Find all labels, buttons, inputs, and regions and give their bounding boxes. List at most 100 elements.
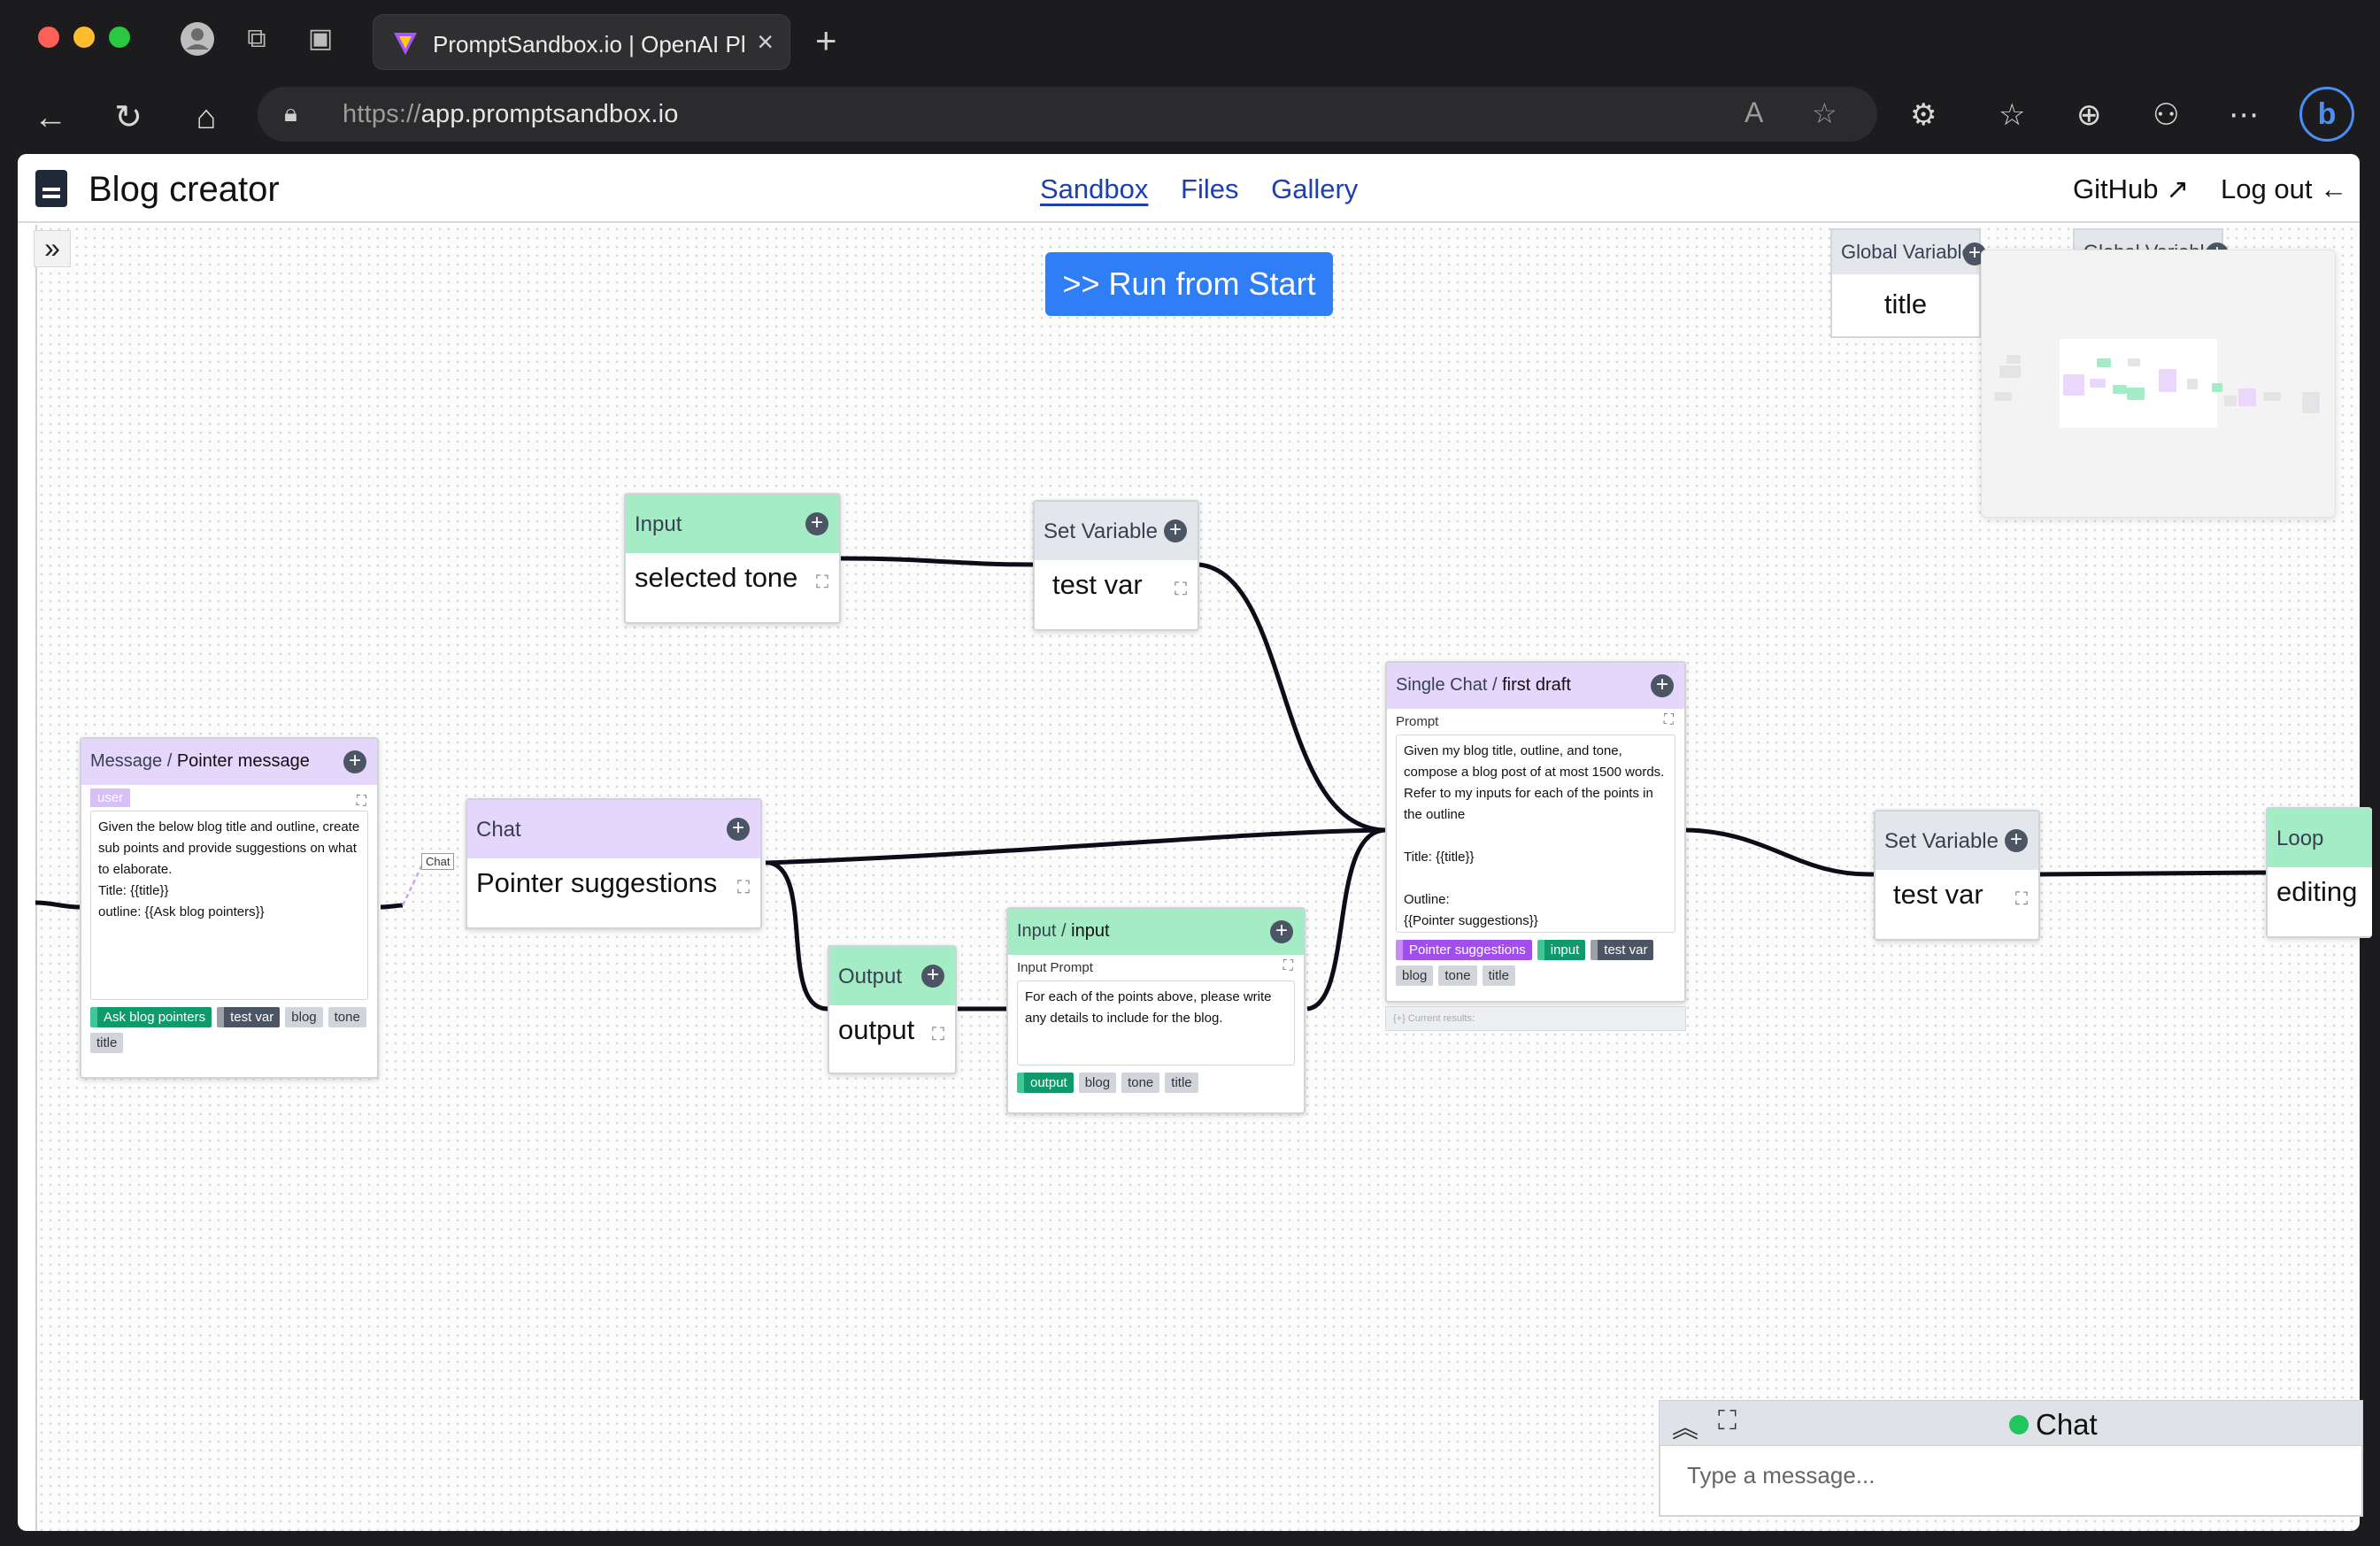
- variable-tag[interactable]: title: [1482, 965, 1515, 986]
- run-from-start-button[interactable]: >> Run from Start: [1045, 252, 1333, 316]
- minimap[interactable]: [1981, 250, 2336, 518]
- add-icon[interactable]: +: [1651, 674, 1674, 697]
- add-icon[interactable]: +: [921, 965, 944, 988]
- reload-icon[interactable]: ↻: [114, 99, 142, 136]
- edge-setvar2-to-loop: [2039, 870, 2267, 877]
- message-textarea[interactable]: Given the below blog title and outline, …: [90, 811, 368, 1000]
- workspaces-icon[interactable]: ⧉: [247, 24, 266, 53]
- expand-icon[interactable]: ⛶: [1282, 958, 1293, 973]
- expand-icon[interactable]: ⛶: [932, 1025, 944, 1044]
- node-single-chat[interactable]: Single Chat / first draft + Prompt⛶ Give…: [1385, 661, 1686, 1003]
- edge-chat-to-singlechat: [765, 827, 1386, 865]
- node-header: Message / Pointer message +: [81, 739, 377, 785]
- node-set-variable-2[interactable]: Set Variable + test var ⛶: [1874, 810, 2040, 941]
- add-icon[interactable]: +: [1963, 242, 1986, 265]
- tab-actions-icon[interactable]: ▣: [307, 24, 334, 53]
- add-icon[interactable]: +: [727, 818, 750, 841]
- close-window-button[interactable]: [38, 27, 59, 48]
- node-chat[interactable]: Chat + Pointer suggestions ⛶: [466, 798, 762, 929]
- variable-tag[interactable]: blog: [285, 1007, 323, 1027]
- expand-icon[interactable]: ⛶: [816, 573, 828, 592]
- favorite-star-icon[interactable]: ☆: [1812, 97, 1837, 129]
- variable-tags: Pointer suggestions input test var blog …: [1387, 933, 1684, 993]
- nav-files[interactable]: Files: [1181, 173, 1239, 204]
- fullscreen-chat-icon[interactable]: ⛶: [1718, 1406, 1737, 1435]
- github-link[interactable]: GitHub ↗: [2073, 173, 2190, 204]
- expand-icon[interactable]: ⛶: [356, 794, 366, 809]
- home-icon[interactable]: ⌂: [196, 99, 217, 136]
- variable-tag[interactable]: test var: [1591, 940, 1654, 960]
- variable-tag[interactable]: input: [1537, 940, 1586, 960]
- node-input-prompt[interactable]: Input / input + Input Prompt⛶ For each o…: [1006, 907, 1306, 1114]
- browser-tab-active[interactable]: PromptSandbox.io | OpenAI Pl ×: [373, 14, 790, 70]
- back-icon[interactable]: ←: [34, 99, 67, 136]
- edge-singlechat-to-setvar2: [1685, 827, 1875, 877]
- extensions-icon[interactable]: ⚙: [1910, 98, 1937, 132]
- prompt-textarea[interactable]: Given my blog title, outline, and tone, …: [1396, 735, 1675, 933]
- close-tab-icon[interactable]: ×: [757, 26, 774, 58]
- share-icon[interactable]: ⚇: [2153, 98, 2180, 132]
- global-variable-title[interactable]: Global Variable + title: [1830, 228, 1986, 338]
- variable-tag[interactable]: tone: [1121, 1073, 1160, 1093]
- add-icon[interactable]: +: [343, 750, 366, 773]
- project-title[interactable]: Blog creator: [89, 170, 280, 209]
- profile-icon[interactable]: [180, 21, 215, 57]
- flow-canvas[interactable]: [35, 225, 2360, 1531]
- variable-tag[interactable]: title: [90, 1033, 124, 1053]
- chat-message-input[interactable]: Type a message...: [1659, 1446, 2363, 1517]
- more-options-icon[interactable]: ⋯: [2229, 98, 2259, 132]
- edge-input-to-setvar: [840, 556, 1034, 567]
- bing-copilot-icon[interactable]: b: [2299, 87, 2354, 142]
- node-header: Set Variable +: [1035, 502, 1198, 560]
- node-value: test var: [1052, 569, 1143, 600]
- expand-icon[interactable]: ⛶: [737, 878, 750, 897]
- read-aloud-icon[interactable]: A: [1745, 96, 1764, 128]
- expand-icon[interactable]: ⛶: [1663, 712, 1674, 727]
- variable-tag[interactable]: blog: [1396, 965, 1434, 986]
- variable-tag[interactable]: Pointer suggestions: [1396, 940, 1532, 960]
- node-input-tone[interactable]: Input + selected tone ⛶: [624, 493, 841, 624]
- expand-icon[interactable]: ⛶: [2015, 889, 2028, 909]
- nav-gallery[interactable]: Gallery: [1271, 173, 1359, 204]
- chat-panel-header[interactable]: ︽ ⛶ Chat: [1659, 1400, 2363, 1446]
- collections-icon[interactable]: ⊕: [2076, 98, 2102, 132]
- expand-sidebar-icon[interactable]: »: [34, 230, 71, 267]
- node-output[interactable]: Output + output ⛶: [828, 945, 957, 1074]
- edge-setvar-to-singlechat: [1198, 562, 1386, 833]
- variable-tag[interactable]: tone: [327, 1007, 366, 1027]
- logout-link[interactable]: Log out ←: [2221, 173, 2348, 204]
- chat-connector-label[interactable]: Chat: [421, 853, 455, 870]
- expand-icon[interactable]: ⛶: [1175, 580, 1187, 599]
- variable-tag[interactable]: test var: [217, 1007, 281, 1027]
- input-prompt-textarea[interactable]: For each of the points above, please wri…: [1017, 981, 1295, 1065]
- collapse-chat-icon[interactable]: ︽: [1672, 1414, 1698, 1443]
- new-tab-icon[interactable]: +: [815, 19, 837, 61]
- variable-tag[interactable]: output: [1017, 1073, 1074, 1093]
- main-nav: Sandbox Files Gallery: [1040, 173, 1383, 205]
- variable-tag[interactable]: Ask blog pointers: [90, 1007, 212, 1027]
- node-type-label: Loop: [2276, 827, 2324, 850]
- favorites-icon[interactable]: ☆: [1999, 98, 2026, 132]
- node-set-variable-1[interactable]: Set Variable + test var ⛶: [1033, 500, 1199, 631]
- add-icon[interactable]: +: [1164, 519, 1187, 542]
- variable-tag[interactable]: blog: [1078, 1073, 1117, 1093]
- nav-sandbox[interactable]: Sandbox: [1040, 173, 1149, 204]
- role-badge[interactable]: user: [90, 788, 131, 807]
- node-message[interactable]: Message / Pointer message + user ⛶ Given…: [80, 737, 379, 1079]
- lock-icon[interactable]: 🔒︎: [284, 99, 297, 127]
- maximize-window-button[interactable]: [109, 27, 130, 48]
- edge-incoming-to-message: [35, 900, 81, 910]
- node-type-label: Input / input: [1017, 921, 1110, 941]
- current-results-bar[interactable]: {+} Current results:: [1385, 1006, 1686, 1031]
- add-icon[interactable]: +: [805, 512, 828, 535]
- node-body: selected tone ⛶: [626, 553, 839, 603]
- variable-tag[interactable]: title: [1165, 1073, 1198, 1093]
- node-loop[interactable]: Loop editing: [2266, 807, 2372, 938]
- add-icon[interactable]: +: [2005, 829, 2028, 852]
- add-icon[interactable]: +: [1270, 920, 1293, 943]
- minimize-window-button[interactable]: [73, 27, 95, 48]
- minimap-node: [1999, 365, 2021, 378]
- variable-tag[interactable]: tone: [1438, 965, 1477, 986]
- node-type-label: Message / Pointer message: [90, 751, 310, 771]
- address-bar[interactable]: 🔒︎ https://app.promptsandbox.io A ☆: [258, 87, 1877, 142]
